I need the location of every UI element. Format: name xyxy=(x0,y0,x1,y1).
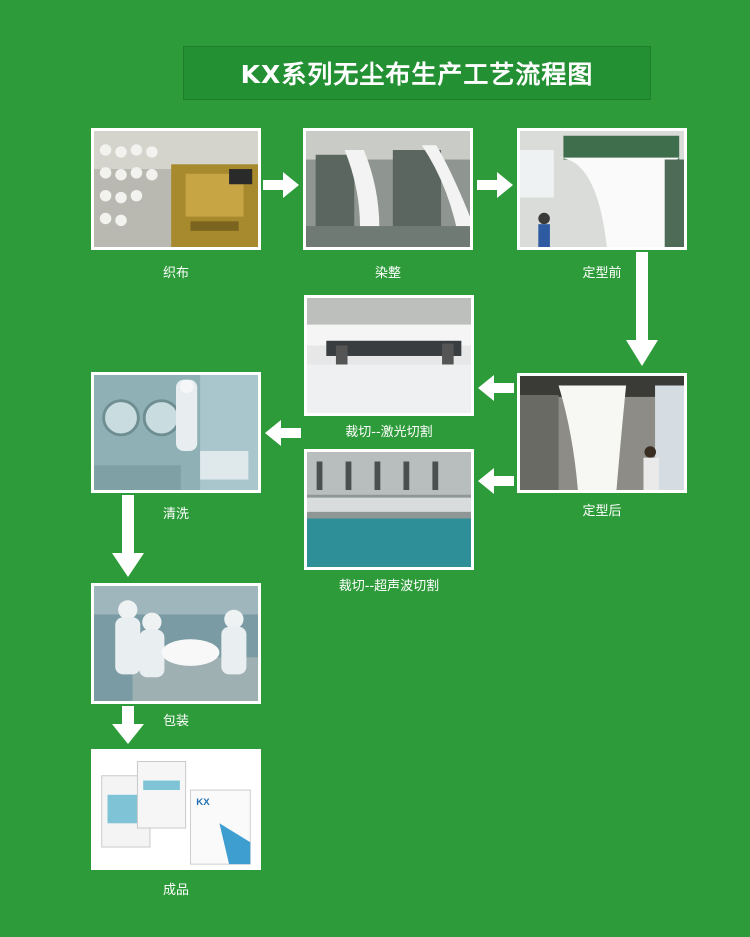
label-ultrasonic-cut: 裁切--超声波切割 xyxy=(338,579,440,594)
label-weaving: 织布 xyxy=(162,266,189,281)
label-cleaning: 清洗 xyxy=(162,507,189,522)
photo-ultrasonic-cut xyxy=(304,449,474,570)
photo-pre-setting xyxy=(517,128,687,250)
photo-cleaning xyxy=(91,372,261,493)
photo-packaging xyxy=(91,583,261,704)
label-pre-setting: 定型前 xyxy=(582,266,622,281)
label-packaging: 包装 xyxy=(162,714,189,729)
arrow-post-to-laser-cut xyxy=(478,375,514,401)
label-post-setting: 定型后 xyxy=(582,504,622,519)
arrow-pre-to-post-setting xyxy=(626,252,658,366)
photo-weaving xyxy=(91,128,261,250)
arrow-dyeing-to-pre-setting xyxy=(477,172,513,198)
photo-dyeing xyxy=(303,128,473,250)
arrow-packaging-to-finished xyxy=(112,706,144,744)
arrow-post-to-ultrasonic-cut xyxy=(478,468,514,494)
label-dyeing: 染整 xyxy=(374,266,401,281)
photo-finished: KX xyxy=(91,749,261,870)
photo-post-setting xyxy=(517,373,687,493)
photo-laser-cut xyxy=(304,295,474,416)
arrow-weaving-to-dyeing xyxy=(263,172,299,198)
label-laser-cut: 裁切--激光切割 xyxy=(345,425,433,440)
product-logo: KX xyxy=(196,797,210,808)
arrow-cleaning-to-packaging xyxy=(112,495,144,577)
arrow-cut-to-cleaning xyxy=(265,420,301,446)
label-finished: 成品 xyxy=(162,883,189,898)
page-title: KX系列无尘布生产工艺流程图 xyxy=(183,46,651,100)
